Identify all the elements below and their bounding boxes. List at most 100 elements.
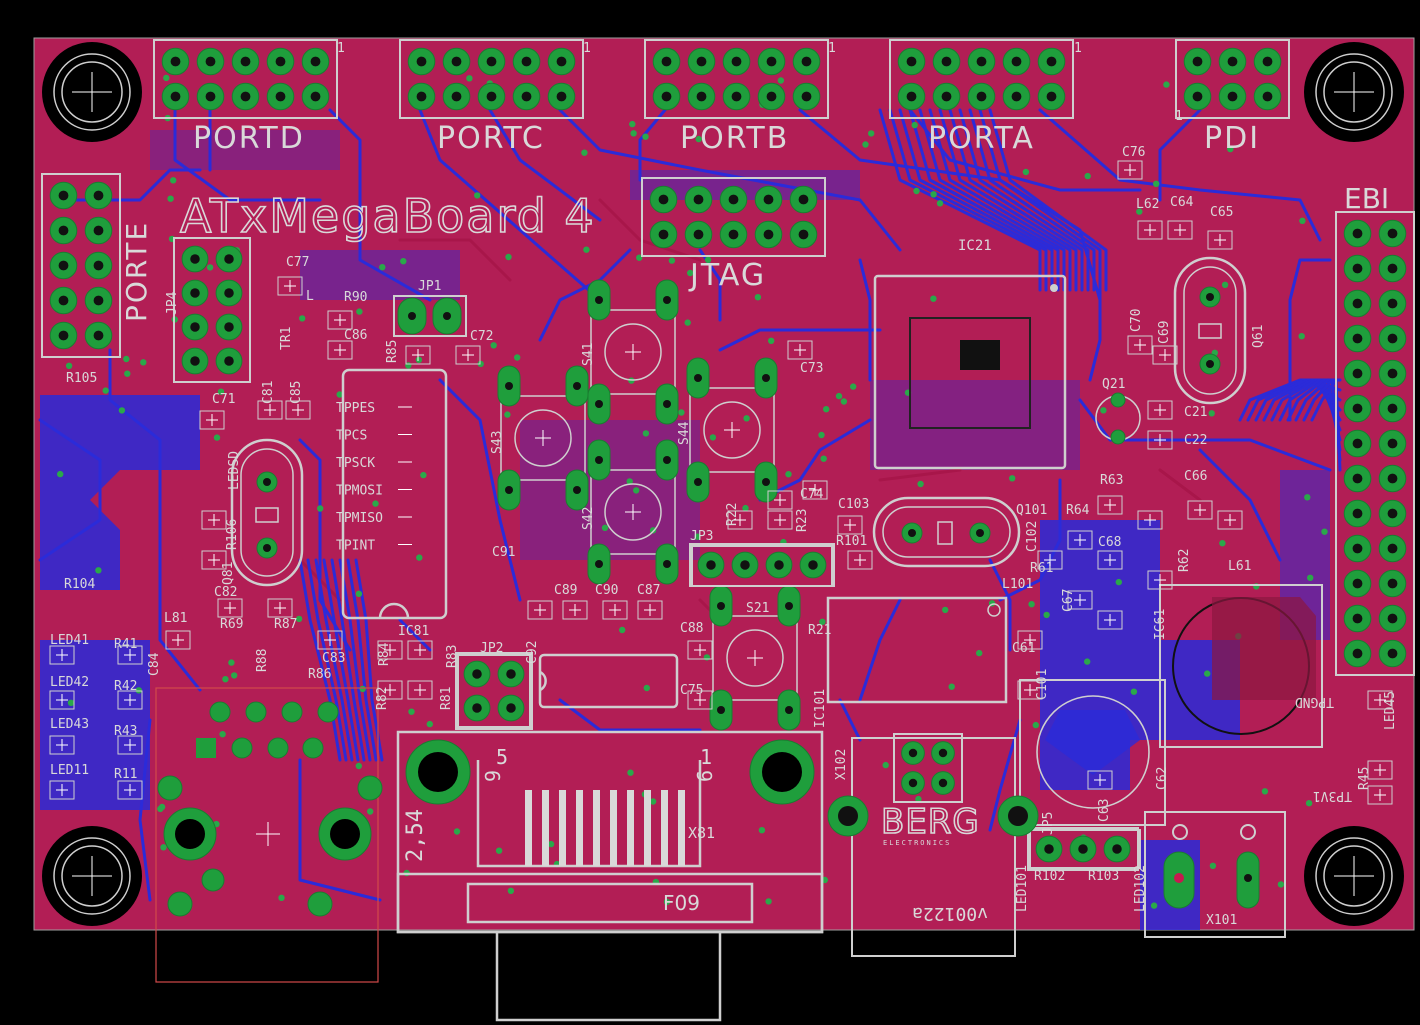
via <box>819 618 826 625</box>
trace-bundle <box>988 108 1108 292</box>
via <box>170 177 177 184</box>
via <box>1043 611 1050 619</box>
via <box>630 130 637 137</box>
designator-r41: R41 <box>114 637 137 652</box>
via <box>167 195 174 202</box>
ic81-package <box>341 368 448 620</box>
via <box>420 471 427 479</box>
via <box>65 362 73 369</box>
designator-s43: S43 <box>490 431 505 454</box>
via <box>583 246 590 253</box>
trace-bundle <box>878 108 1042 292</box>
header-layer <box>41 39 1415 871</box>
designator-r105: R105 <box>66 371 97 386</box>
via <box>704 256 712 263</box>
pin1-portc: 1 <box>583 41 591 56</box>
label-portc: PORTC <box>437 121 545 156</box>
trace-bottom <box>488 108 602 222</box>
ic21-package <box>873 274 1067 470</box>
inductor-l61 <box>1159 584 1323 748</box>
trace-bottom <box>1038 108 1322 242</box>
header-jp4 <box>173 237 251 383</box>
jumper-jp2 <box>457 654 531 728</box>
crystal-q21 <box>1095 392 1141 445</box>
via <box>678 409 685 416</box>
trace-bottom <box>538 248 632 342</box>
designator-r86: R86 <box>308 667 331 682</box>
trace-bundle <box>314 558 354 762</box>
via <box>942 606 949 614</box>
via <box>222 676 229 683</box>
via <box>490 342 497 349</box>
designator-c91: C91 <box>492 545 515 560</box>
designator-led43: LED43 <box>50 717 89 732</box>
designator-r62: R62 <box>1177 549 1192 572</box>
crystal-q101 <box>872 496 1021 568</box>
via <box>633 487 640 494</box>
via <box>356 308 363 315</box>
designator-led45: LED45 <box>1383 691 1398 730</box>
trace-bundle <box>306 558 348 762</box>
trace-bundle <box>298 558 342 762</box>
via <box>547 840 555 848</box>
designator-c85: C85 <box>289 381 304 404</box>
via <box>317 505 324 512</box>
via <box>495 847 503 854</box>
via <box>507 887 515 894</box>
trace-bundle <box>330 558 366 762</box>
via <box>601 524 609 531</box>
designator-l62: L62 <box>1136 197 1159 212</box>
via <box>359 685 366 693</box>
via <box>1009 475 1016 482</box>
via <box>95 567 102 574</box>
switch-s43 <box>497 365 589 511</box>
trace-bundle <box>918 108 1066 292</box>
designator-jp5: JP5 <box>1041 812 1056 835</box>
via <box>1100 407 1107 414</box>
via <box>219 731 226 738</box>
via <box>124 370 131 377</box>
designator-jp4: JP4 <box>165 291 180 315</box>
via <box>1130 688 1138 695</box>
via <box>1032 721 1040 729</box>
designator-c22: C22 <box>1184 433 1207 448</box>
via <box>709 434 717 441</box>
via <box>1261 788 1269 795</box>
via <box>913 187 920 195</box>
tp-label-tpint: TPINT <box>336 539 375 554</box>
trace-bottom <box>298 758 382 902</box>
via <box>1022 168 1030 176</box>
trace-top <box>1158 468 1202 502</box>
designator-r11: R11 <box>114 767 137 782</box>
designator-c64: C64 <box>1170 195 1194 210</box>
designator-c90: C90 <box>595 583 618 598</box>
via <box>687 269 694 277</box>
header-portc <box>399 39 584 119</box>
pin1-porta: 1 <box>1074 41 1082 56</box>
header-porte <box>41 173 121 358</box>
designator-c72: C72 <box>470 329 493 344</box>
via <box>936 200 944 207</box>
crystal-q61 <box>1173 256 1247 405</box>
via <box>367 808 374 815</box>
db9-pin1: 1 <box>700 745 712 769</box>
trace-bundle <box>346 558 378 762</box>
label-jtag: JTAG <box>688 258 766 293</box>
designator-c62: C62 <box>1155 767 1170 790</box>
trace-bundle <box>928 108 1072 292</box>
label-f09: F09 <box>663 891 700 915</box>
db9-connector-x81 <box>396 730 824 1022</box>
jumper-jp5 <box>1029 829 1141 869</box>
via <box>1153 180 1160 187</box>
via <box>135 687 142 694</box>
trace-top <box>598 198 702 262</box>
designator-q21: Q21 <box>1102 377 1125 392</box>
via <box>514 354 521 361</box>
mounting-hole-top-right <box>1304 42 1404 142</box>
via <box>850 383 857 390</box>
via <box>295 615 303 623</box>
trace-bottom <box>328 108 432 302</box>
via <box>694 533 701 540</box>
via <box>1084 658 1091 665</box>
